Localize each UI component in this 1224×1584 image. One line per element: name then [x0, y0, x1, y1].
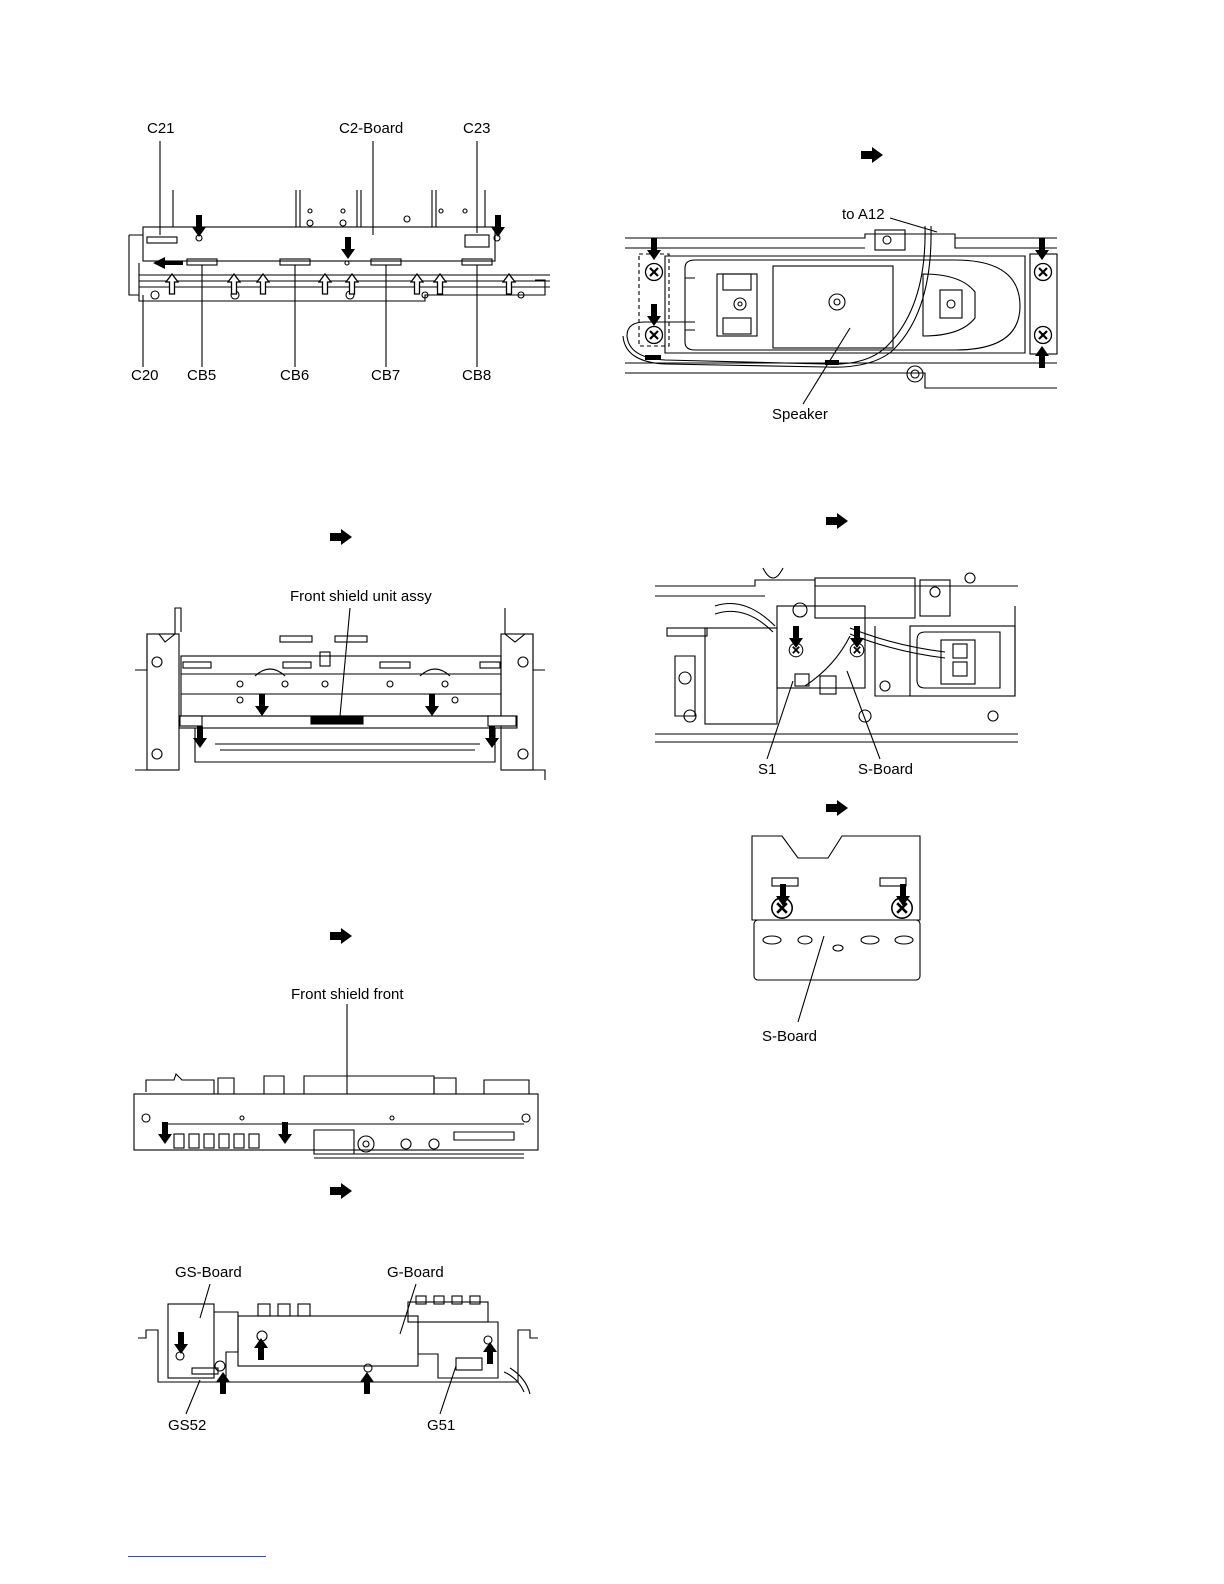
label-s1: S1 — [758, 761, 776, 778]
g-board-diagram — [138, 1282, 538, 1416]
label-front-shield-front: Front shield front — [291, 986, 404, 1003]
step-arrow-icon — [330, 1183, 352, 1199]
step-arrow-icon — [826, 800, 848, 816]
label-gs52: GS52 — [168, 1417, 206, 1434]
front-shield-unit-diagram — [135, 604, 545, 780]
label-s-board-detail: S-Board — [762, 1028, 817, 1045]
step-arrow-icon — [330, 529, 352, 545]
step-arrow-icon — [826, 513, 848, 529]
s-board-detail-diagram — [752, 836, 924, 1026]
footer-rule — [128, 1556, 266, 1557]
s-board-in-chassis-diagram — [655, 566, 1018, 761]
label-s-board: S-Board — [858, 761, 913, 778]
step-arrow-icon — [861, 147, 883, 163]
speaker-diagram — [625, 218, 1057, 408]
label-speaker: Speaker — [772, 406, 828, 423]
label-g-board: G-Board — [387, 1264, 444, 1281]
front-shield-front-diagram — [134, 1002, 544, 1162]
label-front-shield-unit-assy: Front shield unit assy — [290, 588, 432, 605]
c2-board-diagram — [125, 135, 550, 370]
step-arrow-icon — [330, 928, 352, 944]
label-gs-board: GS-Board — [175, 1264, 242, 1281]
label-g51: G51 — [427, 1417, 455, 1434]
